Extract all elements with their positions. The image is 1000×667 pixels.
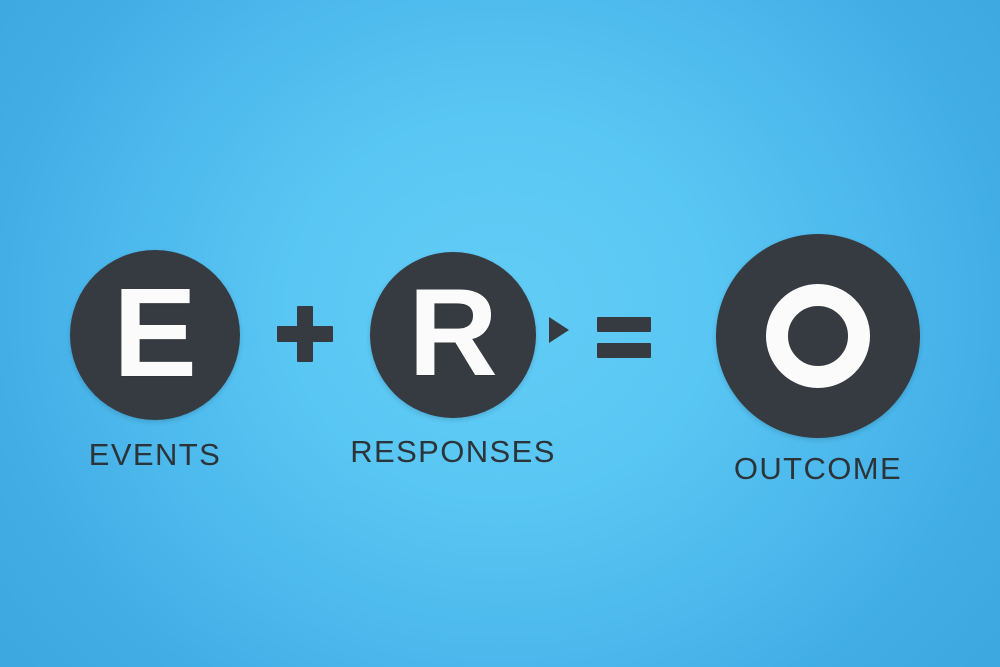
responses-circle: R	[370, 252, 536, 418]
outcome-ring-glyph	[766, 284, 870, 388]
node-outcome[interactable]: OUTCOME	[716, 234, 920, 487]
outcome-label: OUTCOME	[733, 451, 903, 486]
plus-vertical-bar	[297, 306, 313, 362]
equals-top-bar	[597, 317, 651, 332]
events-circle: E	[70, 250, 240, 420]
responses-label: RESPONSES	[350, 434, 556, 469]
plus-icon	[277, 306, 333, 362]
responses-letter: R	[408, 264, 498, 402]
play-triangle-icon	[549, 317, 569, 343]
equals-icon	[597, 317, 651, 358]
node-responses[interactable]: R RESPONSES	[350, 252, 554, 470]
events-label: EVENTS	[88, 437, 222, 472]
equals-bottom-bar	[597, 343, 651, 358]
node-events[interactable]: E EVENTS	[70, 250, 240, 473]
events-letter: E	[112, 262, 198, 403]
outcome-circle	[716, 234, 920, 438]
